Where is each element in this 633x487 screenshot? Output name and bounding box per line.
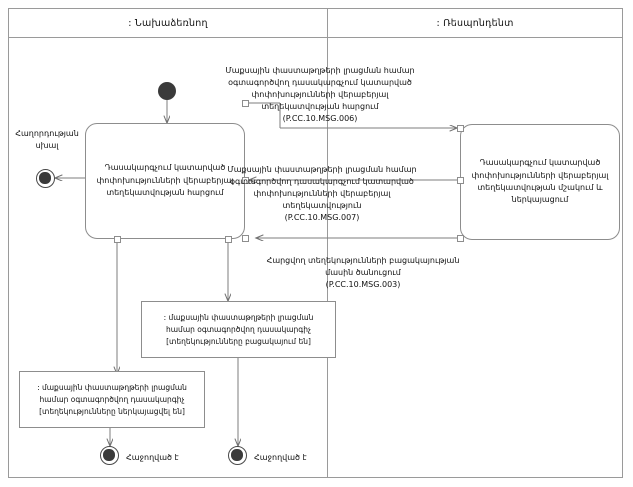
swimlane-header-respondent: : Ռեսպոնդենտ	[327, 8, 623, 38]
message-text-msg003: Հարցվող տեղեկությունների բացակայության մ…	[266, 256, 460, 277]
port-request-out-msg006[interactable]	[241, 99, 249, 107]
activity-request-classifier-changes-info[interactable]: Դասակարգչում կատարված փոփոխությունների վ…	[85, 123, 245, 239]
message-code-msg006: (P.CC.10.MSG.006)	[282, 114, 358, 123]
message-code-msg003: (P.CC.10.MSG.003)	[325, 280, 401, 289]
activity-request-label: Դասակարգչում կատարված փոփոխությունների վ…	[96, 163, 234, 198]
object-node-label-info-presented: : մաքսային փաստաթղթերի լրացման համար օգտ…	[37, 382, 187, 416]
final-node-success-right[interactable]	[228, 446, 247, 465]
initial-node[interactable]	[158, 82, 176, 100]
message-label-msg003: Հարցվող տեղեկությունների բացակայության մ…	[258, 243, 468, 291]
object-node-info-absent[interactable]: : մաքսային փաստաթղթերի լրացման համար օգտ…	[141, 301, 336, 358]
activity-process-label: Դասակարգչում կատարված փոփոխությունների վ…	[471, 158, 609, 205]
swimlane-title-initiator: : Նախաձեռնող	[128, 17, 208, 29]
message-label-msg006: Մաքսային փաստաթղթերի լրացման համար օգտագ…	[222, 53, 418, 125]
final-node-label-success-left: Հաջողված է	[126, 453, 179, 462]
final-node-communication-error[interactable]	[36, 169, 55, 188]
port-process-out-msg003[interactable]	[456, 234, 464, 242]
message-text-msg007: Մաքսային փաստաթղթերի լրացման համար օգտագ…	[227, 165, 417, 210]
swimlane-header-initiator: : Նախաձեռնող	[8, 8, 328, 38]
port-request-in-msg007[interactable]	[241, 176, 249, 184]
activity-process-and-present-info[interactable]: Դասակարգչում կատարված փոփոխությունների վ…	[460, 124, 620, 240]
port-request-out-presented[interactable]	[113, 235, 121, 243]
swimlane-divider	[327, 38, 328, 478]
port-process-in-msg006[interactable]	[456, 124, 464, 132]
object-node-label-info-absent: : մաքսային փաստաթղթերի լրացման համար օգտ…	[163, 312, 314, 346]
port-process-out-msg007[interactable]	[456, 176, 464, 184]
message-label-msg007: Մաքսային փաստաթղթերի լրացման համար օգտագ…	[224, 152, 420, 224]
final-node-label-communication-error: Հաղորդության սխալ	[15, 129, 79, 150]
final-node-success-left[interactable]	[100, 446, 119, 465]
port-request-out-absent[interactable]	[224, 235, 232, 243]
swimlane-title-respondent: : Ռեսպոնդենտ	[436, 17, 514, 29]
final-node-label-success-right: Հաջողված է	[254, 453, 307, 462]
message-code-msg007: (P.CC.10.MSG.007)	[284, 213, 360, 222]
port-request-in-msg003[interactable]	[241, 234, 249, 242]
object-node-info-presented[interactable]: : մաքսային փաստաթղթերի լրացման համար օգտ…	[19, 371, 205, 428]
message-text-msg006: Մաքսային փաստաթղթերի լրացման համար օգտագ…	[225, 66, 415, 111]
